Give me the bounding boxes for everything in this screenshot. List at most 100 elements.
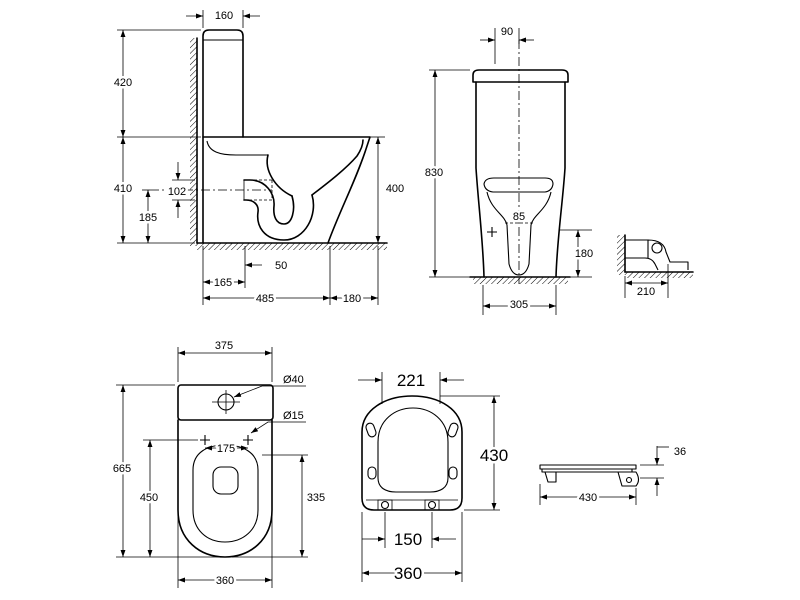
dim-top-width: 221	[358, 371, 464, 404]
dim-label: 90	[501, 26, 513, 38]
trap-label: 85	[513, 211, 525, 223]
lid-profile	[539, 464, 637, 470]
dim-pan-width: 360	[177, 515, 273, 590]
cistern-outline	[202, 29, 244, 138]
dim-outlet-distance: 210	[624, 264, 669, 298]
floor-hatch	[473, 277, 568, 284]
dim-base-lengths: 165 485 180	[202, 246, 379, 308]
dim-label: 665	[113, 463, 131, 475]
trap-outer	[243, 194, 315, 241]
dim-label: 430	[579, 492, 597, 504]
dim-label: 450	[140, 492, 158, 504]
dim-tank-width: 375	[177, 340, 273, 382]
cistern-top	[177, 384, 274, 421]
hinge-left	[380, 500, 390, 510]
fixing-hole-right	[243, 435, 253, 445]
dim-label: 102	[168, 186, 186, 198]
dim-label: Ø40	[283, 374, 304, 386]
bowl-back-surface	[266, 154, 293, 197]
dim-heights-left: 420 410	[111, 29, 201, 244]
dim-label: 180	[575, 248, 593, 260]
dim-label: 185	[139, 212, 157, 224]
bumper	[367, 466, 377, 480]
dim-label: 50	[275, 260, 287, 272]
outlet-circle	[651, 242, 663, 254]
outlet-pipe	[625, 239, 689, 271]
hinge-block	[424, 499, 440, 511]
dim-seat-length: 430	[440, 395, 511, 511]
dim-label: 430	[480, 446, 508, 465]
leader-hole-large: Ø40	[233, 374, 306, 398]
dim-label: 175	[217, 443, 235, 455]
bowl-opening	[212, 466, 239, 495]
dim-base-width: 305	[482, 285, 557, 315]
dim-fixing-spacing: 175	[205, 441, 248, 458]
hinge-right	[427, 500, 437, 510]
dim-seat-depth: 335	[232, 454, 325, 558]
plan-view: 375 Ø40 Ø15 175 665 450 335	[110, 340, 325, 590]
rim-underside	[206, 140, 268, 156]
seat-hinge	[617, 471, 640, 487]
dim-label: 150	[394, 530, 422, 549]
dim-outlet-height: 180	[560, 229, 596, 278]
dim-label: 335	[307, 492, 325, 504]
cross-mark	[487, 227, 497, 237]
dim-centre-offset: 90	[480, 26, 534, 64]
trap-inner	[243, 179, 295, 225]
dim-label: 36	[674, 446, 686, 458]
dim-label: 165	[214, 277, 232, 289]
dim-label: 420	[114, 77, 132, 89]
body-left-outline	[475, 81, 485, 278]
dim-seat-side-length: 430	[539, 484, 637, 507]
body-right-outline	[555, 81, 566, 278]
front-view: 90 830 85 180 305	[422, 26, 596, 315]
fixing-hole-left	[200, 435, 210, 445]
dim-label: 830	[425, 167, 443, 179]
seat-rim	[483, 177, 554, 193]
wall-hatch	[190, 38, 197, 246]
floor-hatch	[197, 243, 387, 250]
dim-label: 485	[256, 293, 274, 305]
dim-label: 180	[343, 293, 361, 305]
dim-seat-width: 360	[361, 512, 463, 586]
seat-outer	[361, 395, 463, 511]
outlet-detail: 210	[617, 234, 694, 298]
seat-opening	[377, 407, 449, 493]
seat-profile	[541, 468, 633, 473]
floor-hatch	[625, 272, 693, 278]
bumper	[365, 422, 377, 438]
bowl-front-surface	[311, 139, 364, 196]
dim-total-depth: 665	[110, 384, 222, 558]
pan-outline	[202, 136, 371, 244]
dim-pan-depth: 450	[137, 439, 198, 557]
flush-hole-cross	[212, 390, 240, 414]
pan-outline	[177, 419, 273, 558]
dim-label: Ø15	[283, 410, 304, 422]
seat-foot	[544, 471, 557, 483]
dim-label: 210	[637, 286, 655, 298]
dim-outlet-diameter: 102	[165, 162, 195, 218]
dim-label: 160	[215, 10, 233, 22]
bumper	[447, 422, 459, 438]
hinge-pin	[625, 476, 633, 484]
dim-label: 410	[114, 183, 132, 195]
dim-pan-height: 400	[370, 136, 404, 243]
leader-hole-small: Ø15	[250, 410, 306, 434]
dim-label: 360	[394, 564, 422, 583]
dim-label: 305	[510, 299, 528, 311]
dim-label: 221	[397, 371, 425, 390]
wall-hatch	[617, 235, 625, 275]
dim-label: 375	[215, 340, 233, 352]
side-view: 160 420 410 185 102	[111, 10, 404, 308]
cistern-lid	[472, 69, 569, 83]
bumper	[448, 466, 458, 480]
hinge-block	[377, 499, 393, 511]
dim-outlet-offset-small: 50	[244, 246, 287, 288]
seat-side-view: 36 430	[539, 446, 686, 507]
seat-top-view: 221 430 150 360	[358, 371, 511, 586]
dim-total-height: 830	[422, 69, 470, 278]
dim-seat-thickness: 36	[640, 446, 686, 496]
dim-tank-depth: 160	[186, 10, 260, 28]
dim-hinge-spacing: 150	[362, 512, 456, 549]
